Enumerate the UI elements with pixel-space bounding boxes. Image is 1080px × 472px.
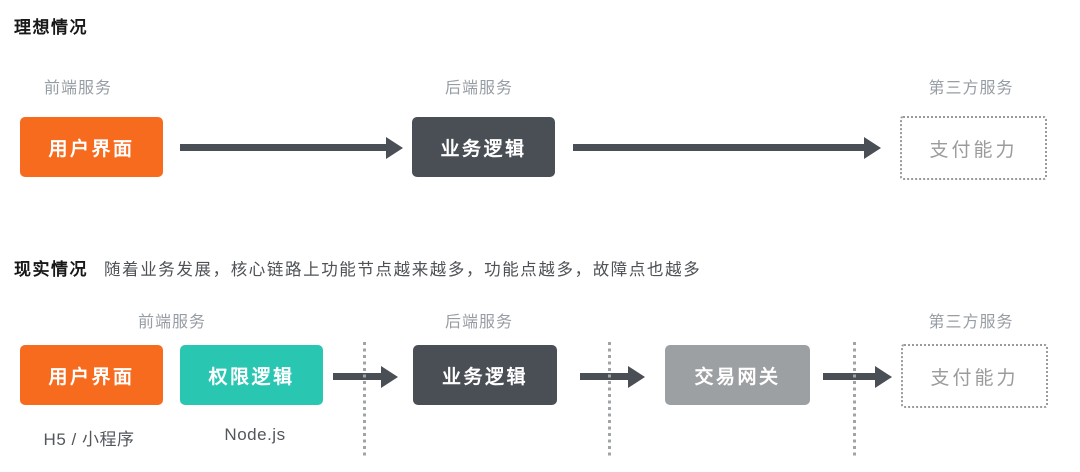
section-title-real: 现实情况 <box>14 260 88 279</box>
flow-arrow-icon <box>823 373 875 380</box>
node-user-interface-real: 用户界面 <box>20 345 163 405</box>
column-label-thirdparty-ideal: 第三方服务 <box>928 80 1014 97</box>
boundary-dashed-line <box>363 342 366 456</box>
node-business-logic-ideal: 业务逻辑 <box>412 117 555 177</box>
node-payment-capability-real: 支付能力 <box>901 344 1048 408</box>
node-trade-gateway-real: 交易网关 <box>665 345 810 405</box>
column-label-frontend-ideal: 前端服务 <box>43 80 113 97</box>
section-subtitle-real: 随着业务发展，核心链路上功能节点越来越多，功能点越多，故障点也越多 <box>104 261 702 279</box>
node-business-logic-real: 业务逻辑 <box>413 345 557 405</box>
node-user-interface-ideal: 用户界面 <box>20 117 163 177</box>
node-auth-logic-real: 权限逻辑 <box>180 345 323 405</box>
flow-arrow-icon <box>573 144 864 151</box>
column-label-frontend-real: 前端服务 <box>137 314 207 331</box>
sublabel-nodejs: Node.js <box>224 425 286 444</box>
column-label-thirdparty-real: 第三方服务 <box>928 314 1014 331</box>
node-payment-capability-ideal: 支付能力 <box>900 116 1047 180</box>
flow-arrow-icon <box>180 144 386 151</box>
boundary-dashed-line <box>853 342 856 456</box>
column-label-backend-real: 后端服务 <box>444 314 514 331</box>
section-title-ideal: 理想情况 <box>14 18 88 37</box>
flow-arrow-icon <box>333 373 381 380</box>
sublabel-h5-miniprogram: H5 / 小程序 <box>43 430 135 449</box>
column-label-backend-ideal: 后端服务 <box>444 80 514 97</box>
flow-arrow-icon <box>580 373 628 380</box>
boundary-dashed-line <box>608 342 611 456</box>
